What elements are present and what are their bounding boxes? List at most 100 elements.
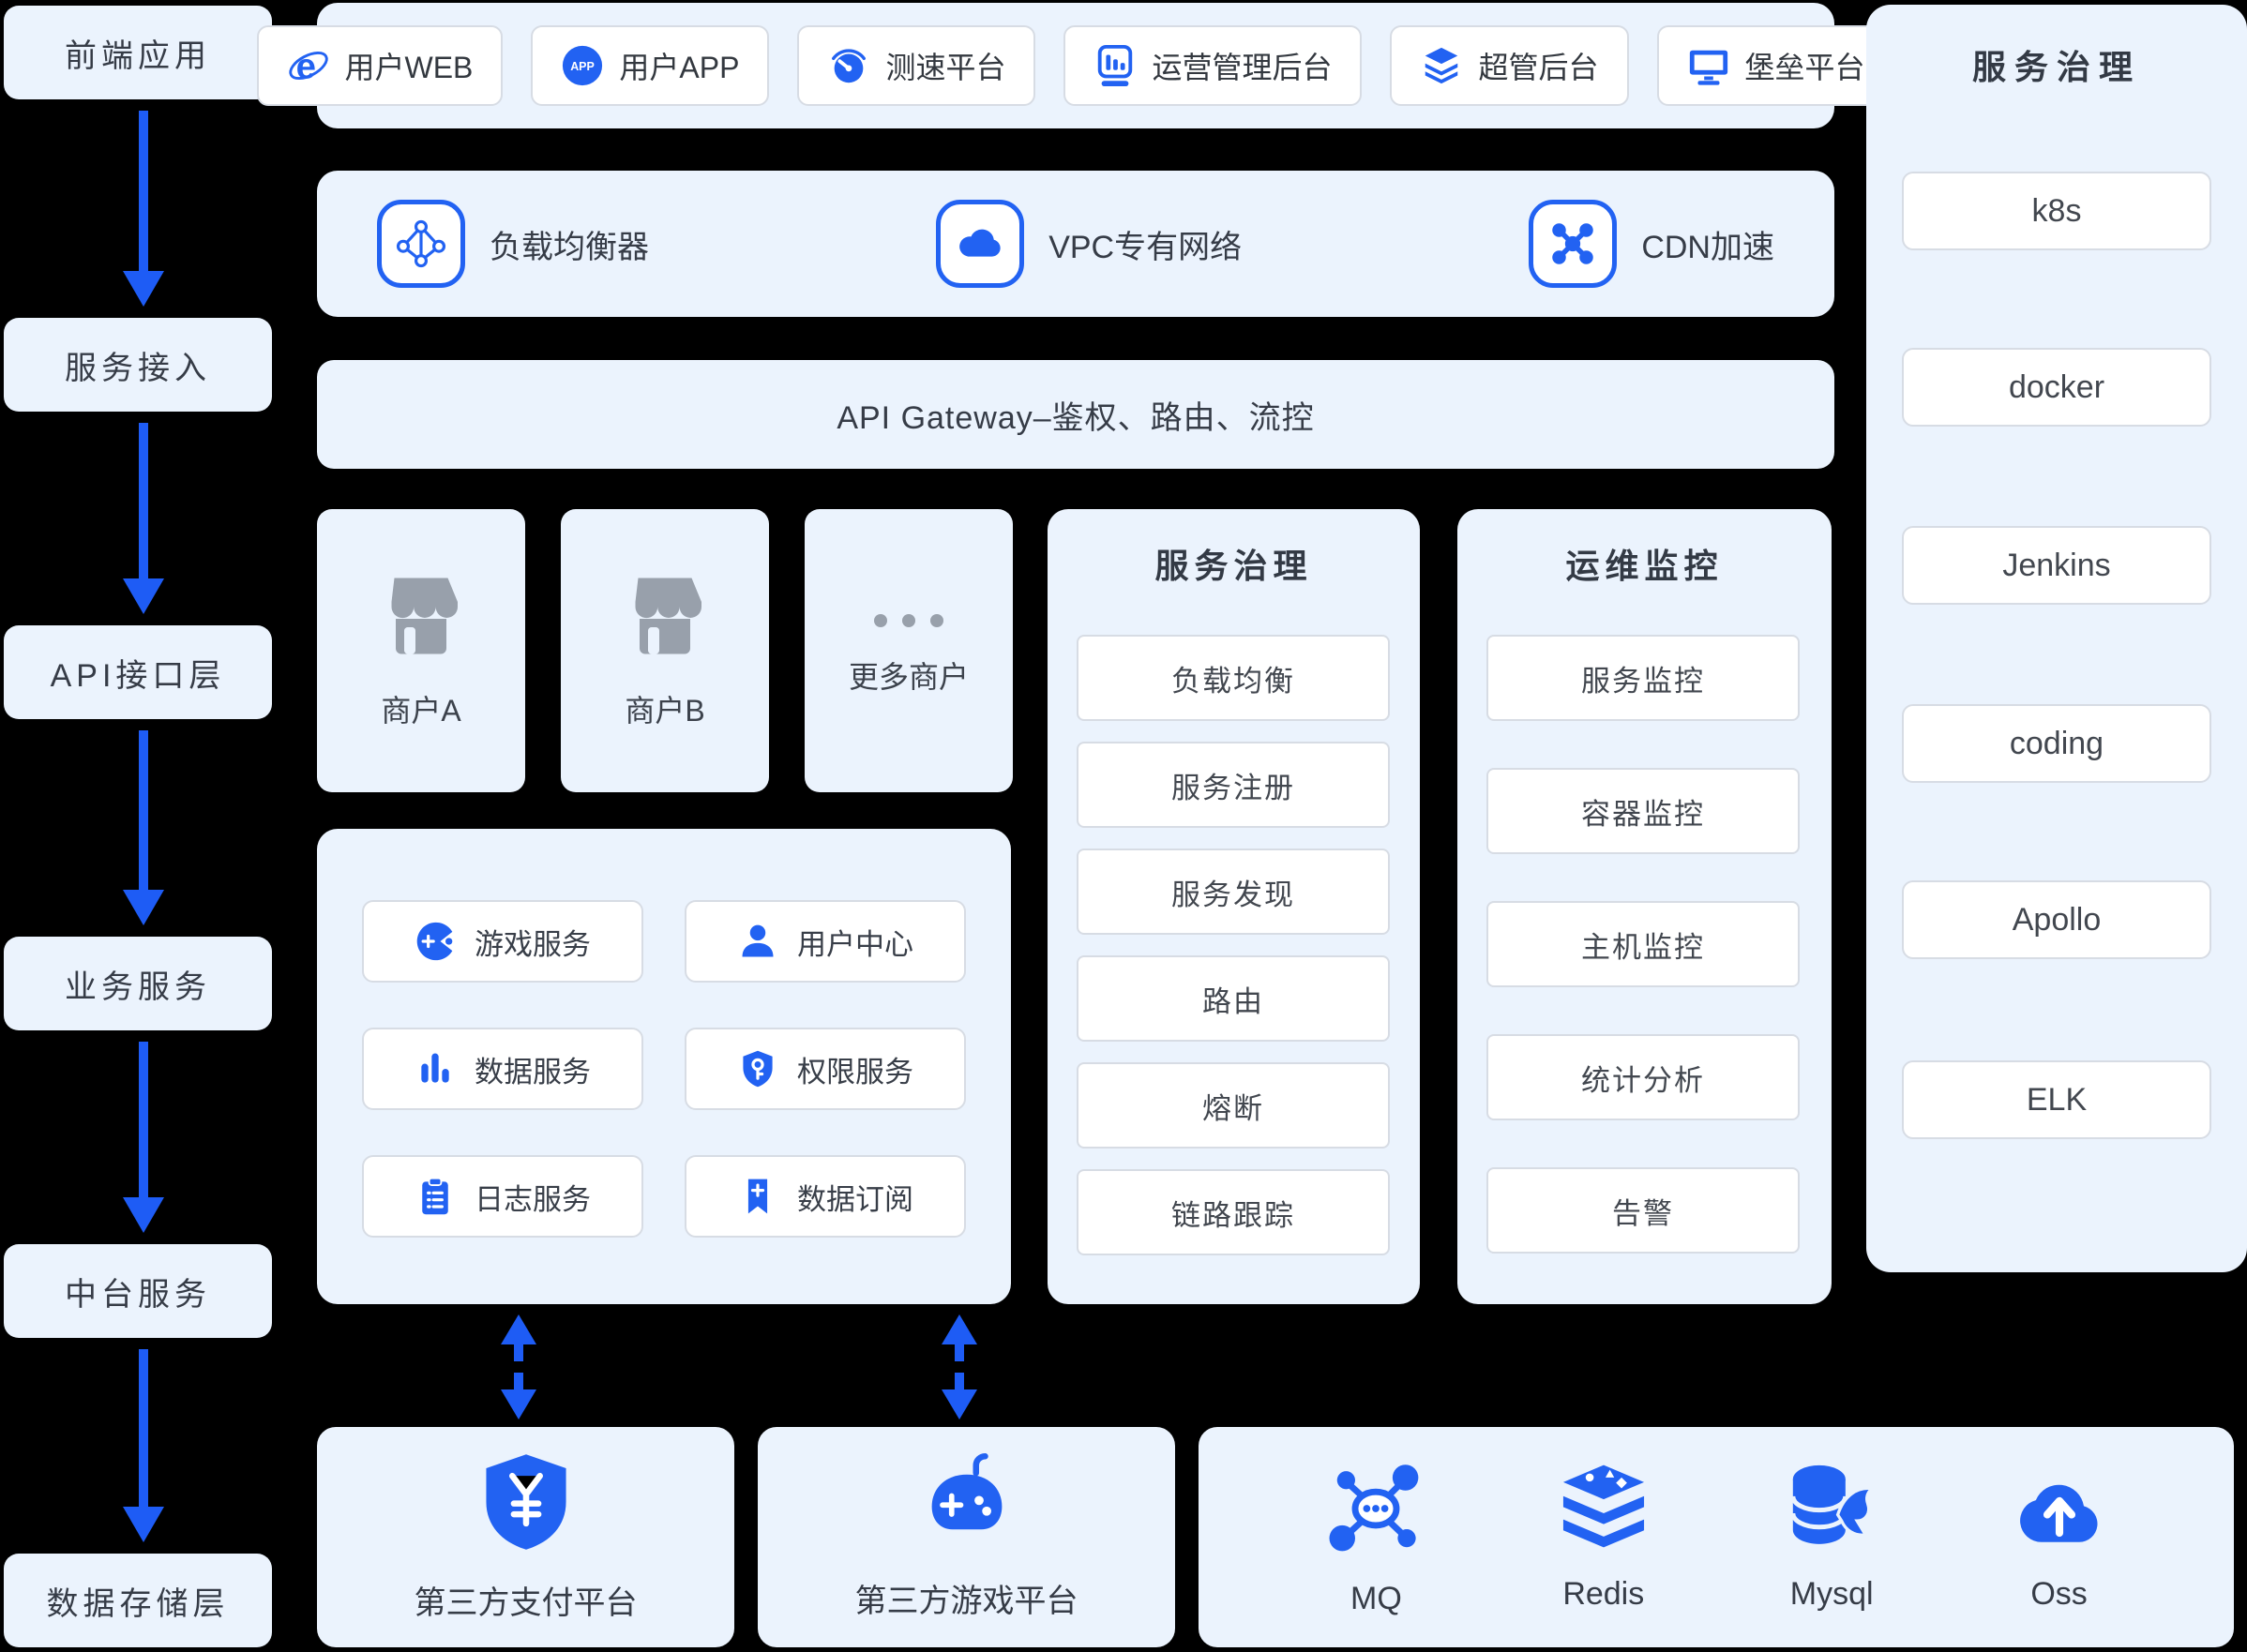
app-card-user-app: APP 用户APP [531, 25, 770, 106]
governance-panel: 服务治理 负载均衡 服务注册 服务发现 路由 熔断 链路跟踪 [1048, 509, 1420, 1304]
redis-icon [1562, 1464, 1644, 1548]
monitoring-item: 容器监控 [1486, 768, 1800, 854]
flow-label: 中台服务 [65, 1276, 211, 1313]
governance-item: 服务发现 [1077, 849, 1390, 935]
app-badge-icon: APP [563, 45, 603, 86]
layers-icon [1425, 47, 1458, 84]
flow-box-storage: 数据存储层 [4, 1554, 272, 1647]
access-item-load-balancer: 负载均衡器 [377, 200, 649, 288]
service-card-permission: 权限服务 [685, 1028, 966, 1110]
load-balancer-icon [377, 200, 465, 288]
data-platform-redis: Redis [1554, 1462, 1653, 1613]
ie-browser-icon: e [288, 46, 328, 86]
app-card-super-admin: 超管后台 [1390, 25, 1629, 106]
data-platform-mq: MQ [1324, 1457, 1427, 1617]
app-label: 超管后台 [1478, 51, 1599, 84]
bookmark-plus-icon [747, 1179, 768, 1214]
business-services-panel: 游戏服务 用户中心 数据服务 权限服务 [317, 829, 1011, 1304]
devops-item: docker [1902, 348, 2211, 427]
app-label: 用户APP [619, 51, 740, 84]
service-label: 用户中心 [797, 927, 913, 961]
app-label: 运营管理后台 [1152, 51, 1333, 84]
merchant-label: 商户B [625, 694, 705, 728]
app-label: 测速平台 [885, 51, 1006, 84]
payment-shield-icon [485, 1454, 566, 1550]
monitoring-item: 告警 [1486, 1167, 1800, 1254]
monitoring-item: 主机监控 [1486, 901, 1800, 987]
data-platform-label: Mysql [1789, 1576, 1874, 1612]
game-service-icon [416, 922, 453, 961]
down-arrow-icon [123, 1042, 164, 1233]
bar-chart-icon [1098, 44, 1133, 87]
flow-box-api: API接口层 [4, 625, 272, 719]
vpc-cloud-icon [936, 200, 1025, 288]
mq-icon [1329, 1464, 1419, 1552]
flow-box-frontend: 前端应用 [4, 6, 272, 99]
third-party-label: 第三方游戏平台 [854, 1584, 1078, 1619]
down-arrow-icon [123, 423, 164, 614]
devops-item: ELK [1902, 1060, 2211, 1139]
third-party-payment-box: 第三方支付平台 [317, 1427, 734, 1647]
mysql-icon [1790, 1464, 1876, 1544]
shield-key-icon [743, 1050, 773, 1088]
merchant-label: 更多商户 [848, 660, 969, 694]
data-bars-icon [421, 1053, 449, 1083]
app-card-speed-test: 测速平台 [797, 25, 1036, 106]
merchant-b-box: 商户B [561, 509, 769, 792]
data-platforms-box: MQ Redis [1199, 1427, 2234, 1647]
flow-label: 业务服务 [65, 969, 211, 1005]
cdn-icon [1529, 200, 1618, 288]
governance-item: 负载均衡 [1077, 635, 1390, 721]
flow-box-middle: 中台服务 [4, 1244, 272, 1338]
monitor-icon [1689, 50, 1727, 85]
service-card-game: 游戏服务 [362, 900, 643, 983]
log-clipboard-icon [422, 1177, 448, 1215]
governance-item: 熔断 [1077, 1062, 1390, 1149]
data-platform-label: Redis [1562, 1576, 1645, 1612]
access-item-vpc: VPC专有网络 [936, 200, 1242, 288]
service-card-subscribe: 数据订阅 [685, 1155, 966, 1238]
down-arrow-icon [123, 111, 164, 307]
devops-item: Jenkins [1902, 526, 2211, 605]
merchant-label: 商户A [381, 694, 461, 728]
panel-title: 服务治理 [1154, 547, 1313, 585]
data-platform-label: MQ [1350, 1581, 1402, 1616]
ellipsis-icon [874, 614, 943, 627]
app-label: 用户WEB [344, 51, 474, 84]
oss-icon [2019, 1484, 2098, 1542]
flow-label: 服务接入 [65, 350, 211, 386]
monitoring-panel: 运维监控 服务监控 容器监控 主机监控 统计分析 告警 [1457, 509, 1832, 1304]
monitoring-item: 服务监控 [1486, 635, 1800, 721]
double-arrow-icon [501, 1314, 536, 1419]
access-label: CDN加速 [1641, 229, 1774, 265]
down-arrow-icon [123, 730, 164, 925]
merchant-a-box: 商户A [317, 509, 525, 792]
access-item-cdn: CDN加速 [1529, 200, 1774, 288]
data-platform-label: Oss [2030, 1576, 2088, 1612]
third-party-label: 第三方支付平台 [414, 1585, 638, 1621]
speedometer-icon [832, 49, 867, 83]
governance-item: 路由 [1077, 955, 1390, 1042]
service-label: 权限服务 [797, 1055, 913, 1089]
service-card-data: 数据服务 [362, 1028, 643, 1110]
monitoring-item: 统计分析 [1486, 1034, 1800, 1120]
access-label: 负载均衡器 [490, 229, 649, 265]
storefront-icon [635, 578, 701, 654]
api-gateway-bar: API Gateway–鉴权、路由、流控 [317, 360, 1834, 469]
data-platform-mysql: Mysql [1779, 1462, 1884, 1613]
panel-title: 服务治理 [1971, 48, 2141, 86]
devops-item: k8s [1902, 172, 2211, 250]
storefront-icon [391, 578, 458, 654]
flow-label: 前端应用 [65, 38, 211, 74]
flow-box-access: 服务接入 [4, 318, 272, 412]
access-label: VPC专有网络 [1048, 229, 1243, 265]
frontend-apps-bar: e 用户WEB APP 用户APP 测速平台 [256, 3, 1895, 128]
double-arrow-icon [942, 1314, 977, 1419]
data-platform-oss: Oss [2011, 1462, 2108, 1613]
flow-label: API接口层 [50, 657, 226, 694]
devops-item: Apollo [1902, 880, 2211, 959]
service-label: 数据订阅 [797, 1182, 913, 1216]
app-card-ops-admin: 运营管理后台 [1063, 25, 1363, 106]
more-merchants-box: 更多商户 [805, 509, 1013, 792]
